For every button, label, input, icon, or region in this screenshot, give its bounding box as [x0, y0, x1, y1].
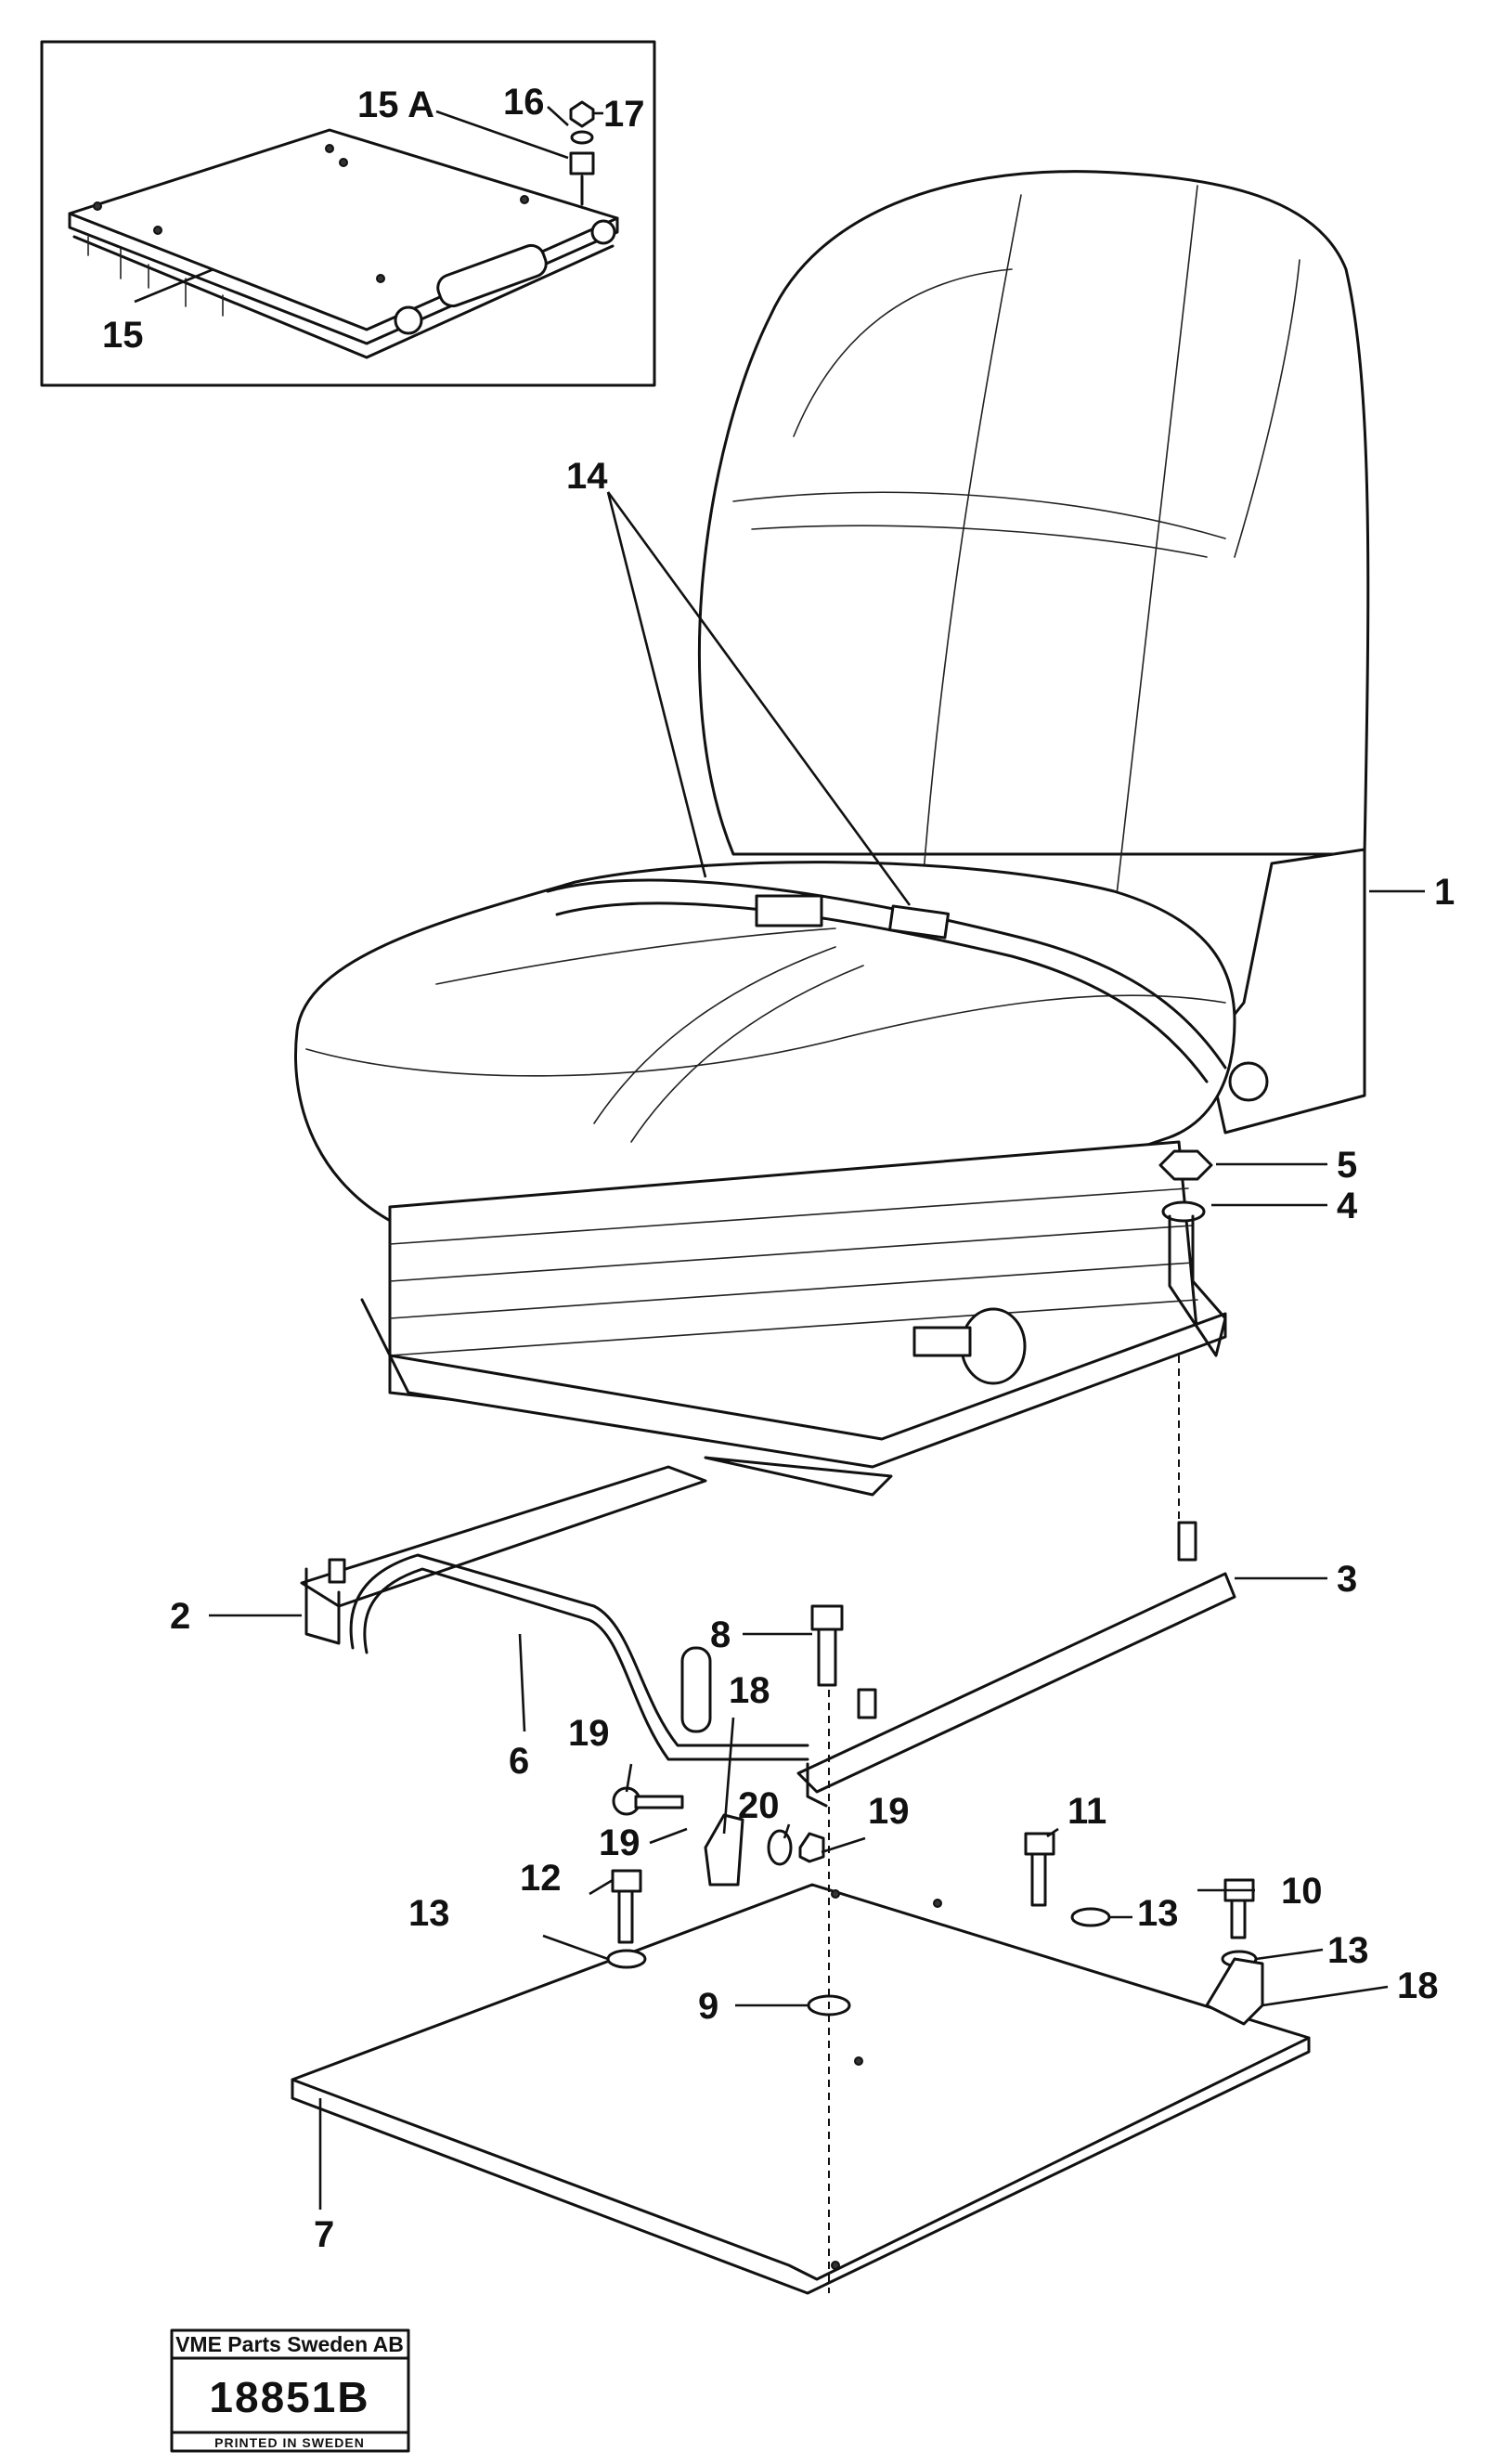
seat-suspension-base	[360, 1140, 1227, 1469]
stamp-company: VME Parts Sweden AB	[175, 2332, 404, 2356]
label-14: 14	[566, 456, 608, 497]
belt-buckle-left	[755, 894, 823, 927]
bolt-11	[1024, 1832, 1055, 1856]
label-8: 8	[710, 1615, 731, 1655]
bolt-head-8	[810, 1604, 844, 1631]
mount-bracket	[704, 1813, 744, 1887]
inset-nut	[569, 100, 595, 128]
belt-buckle-right	[887, 904, 951, 940]
stamp-number: 18851B	[209, 2373, 369, 2421]
label-9: 9	[698, 1986, 718, 2027]
label-15: 15	[102, 315, 144, 356]
label-11: 11	[1067, 1791, 1106, 1832]
publisher-stamp: VME Parts Sweden AB 18851B PRINTED IN SW…	[170, 2328, 410, 2453]
nut-5	[1158, 1149, 1213, 1181]
slide-rails	[300, 1465, 1236, 1808]
label-1: 1	[1434, 872, 1455, 913]
label-13-left: 13	[408, 1893, 450, 1934]
label-18-lower: 18	[1397, 1965, 1439, 2006]
stud-washer-nut	[1158, 1149, 1227, 1357]
label-7: 7	[314, 2214, 334, 2255]
lower-bracket	[704, 1456, 893, 1497]
inset-damper	[436, 243, 548, 308]
label-20: 20	[738, 1785, 780, 1826]
label-19-lower: 19	[599, 1822, 640, 1863]
label-13-right: 13	[1137, 1893, 1179, 1934]
label-10: 10	[1281, 1871, 1323, 1912]
bolt-12	[611, 1869, 642, 1893]
inset-washer	[570, 130, 594, 145]
label-3: 3	[1337, 1559, 1357, 1600]
label-18-upper: 18	[729, 1670, 770, 1711]
part-labels: 16 17 15 A 15 14 1 5 4 3 2 8 18 6 19 19 …	[102, 82, 1455, 2255]
small-parts	[612, 1604, 844, 1887]
stamp-printed: PRINTED IN SWEDEN	[214, 2435, 365, 2450]
inset-suspension	[40, 40, 656, 387]
leader-lines	[209, 491, 1425, 2210]
label-13-far: 13	[1327, 1930, 1369, 1971]
seat-belt	[546, 878, 1227, 1083]
label-6: 6	[509, 1741, 529, 1782]
label-16: 16	[503, 82, 545, 123]
label-5: 5	[1337, 1145, 1357, 1186]
label-15a: 15 A	[357, 84, 434, 125]
inset-frame	[40, 40, 656, 387]
label-12: 12	[520, 1858, 562, 1899]
label-19-right: 19	[868, 1791, 910, 1832]
label-4: 4	[1337, 1186, 1358, 1226]
seat-armrest	[1205, 848, 1366, 1135]
adjust-lever	[349, 1553, 809, 1747]
rail-left	[300, 1465, 707, 1608]
seat-backrest	[697, 170, 1370, 939]
label-17: 17	[603, 94, 645, 135]
label-2: 2	[170, 1596, 190, 1637]
floor-plate	[291, 1832, 1311, 2295]
rail-right	[796, 1572, 1236, 1794]
inset-spacer	[569, 151, 595, 175]
u-bracket	[680, 1646, 712, 1733]
label-19-upper: 19	[568, 1713, 610, 1754]
